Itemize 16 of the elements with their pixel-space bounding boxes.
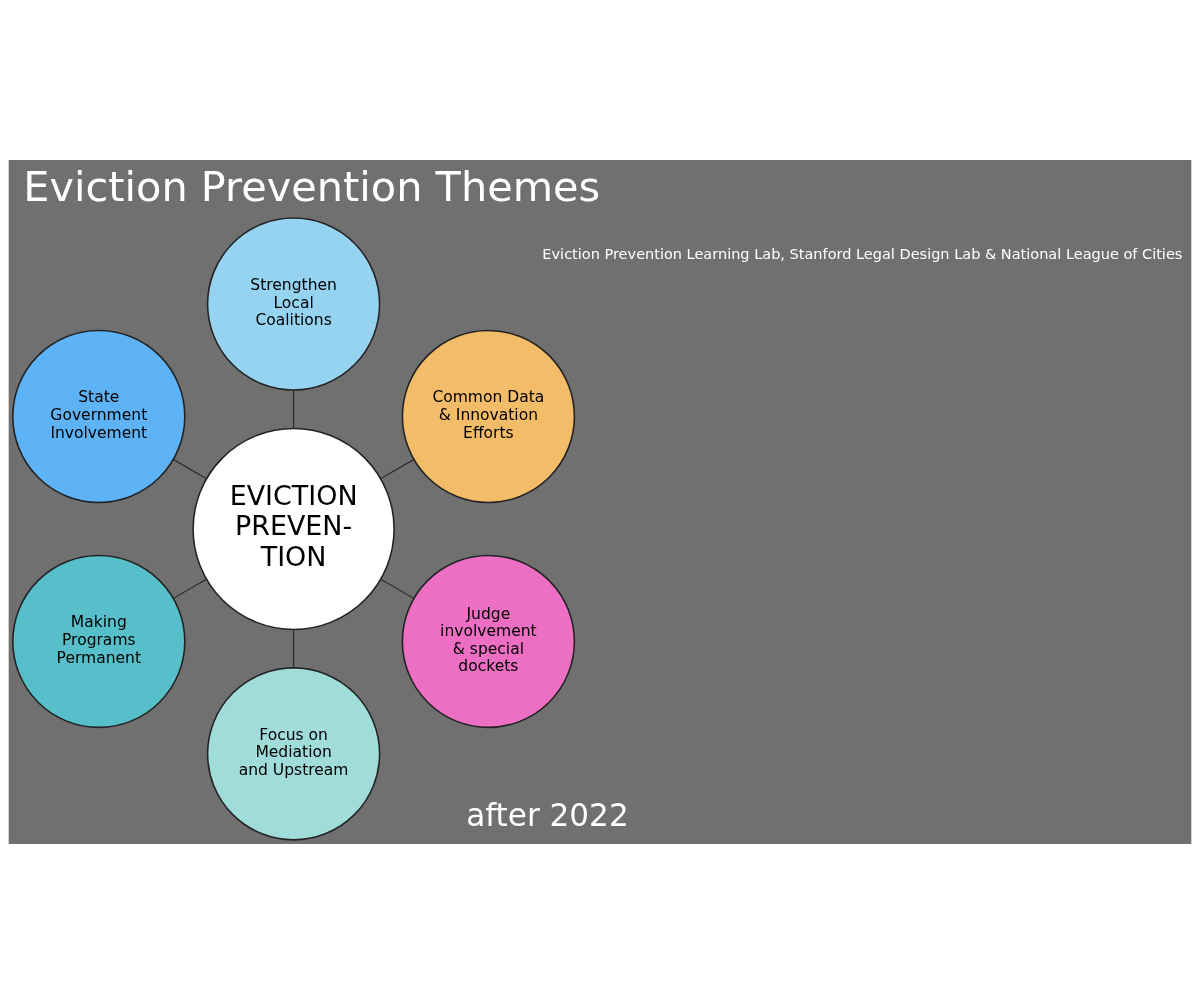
node-circle: Judge involvement & special dockets: [401, 554, 576, 728]
node-circle: Focus on Mediation and Upstream: [206, 666, 381, 841]
diagram-title: Eviction Prevention Themes: [23, 162, 601, 211]
node-circle: Making Programs Permanent: [12, 554, 186, 728]
node-circle: State Government Involvement: [12, 329, 186, 503]
connector: [380, 458, 415, 479]
node-circle: EVICTION PREVEN- TION: [192, 427, 395, 630]
node-circle: Common Data & Innovation Efforts: [401, 329, 576, 503]
connector: [293, 389, 295, 429]
connector: [293, 628, 295, 668]
caption: Eviction Prevention Learning Lab, Stanford Legal Design Lab & National League of Cities: [542, 245, 1183, 262]
label: after 2022: [466, 796, 629, 833]
connector: [172, 458, 207, 479]
connector: [172, 578, 207, 599]
node-circle: Strengthen Local Coalitions: [206, 216, 381, 391]
connector: [380, 578, 415, 599]
